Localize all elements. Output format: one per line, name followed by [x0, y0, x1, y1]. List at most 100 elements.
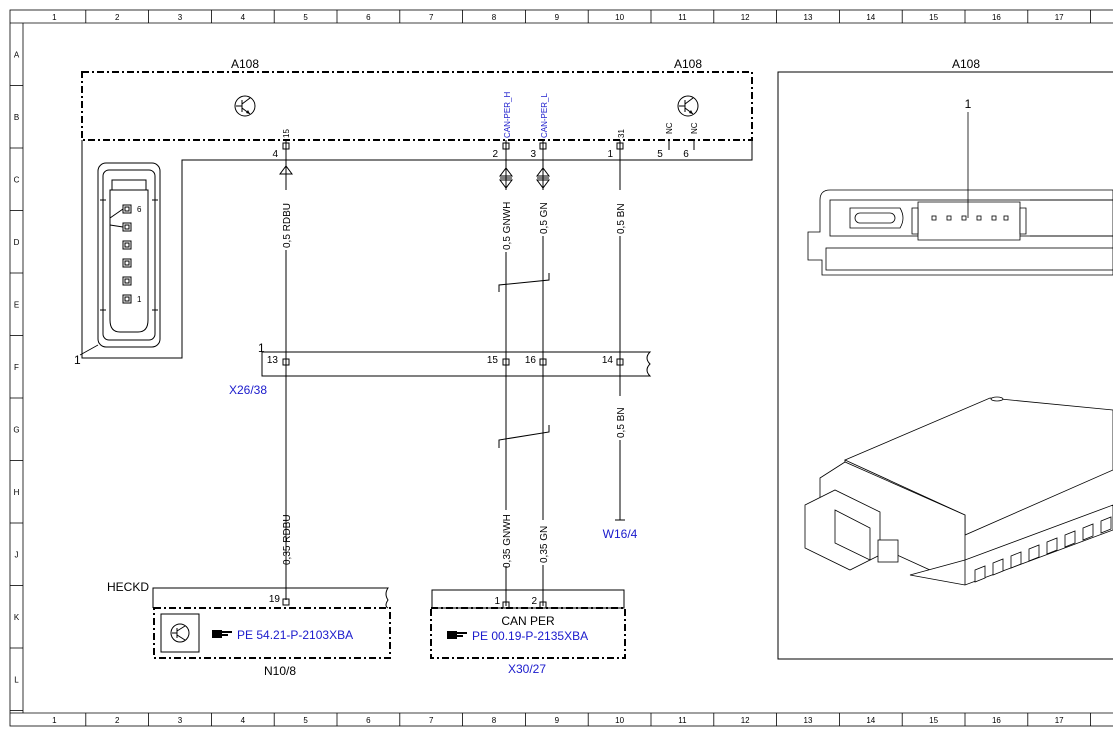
grid-column-label: 8	[492, 13, 497, 22]
grid-column-label: 5	[303, 13, 308, 22]
pointing-hand-icon	[212, 630, 232, 638]
component-picture-panel	[777, 71, 1113, 660]
wire-label-gn-bottom: 0,35 GN	[539, 526, 550, 563]
grid-column-label: 12	[741, 716, 750, 725]
wire-bn	[615, 160, 625, 521]
grid-column-label: 4	[241, 716, 246, 725]
grid-column-label: 8	[492, 716, 497, 725]
a108-label-left: A108	[231, 57, 259, 71]
wire-label-bn-mid: 0,5 BN	[616, 407, 627, 438]
x3027-link[interactable]: X30/27	[508, 662, 546, 676]
grid-column-label: 10	[615, 716, 624, 725]
grid-column-label: 15	[929, 13, 938, 22]
connector-x2638[interactable]	[261, 351, 652, 377]
a108-pins	[282, 140, 695, 160]
wire-label-rdbu-top: 0,5 RDBU	[282, 203, 293, 248]
x3027-pin-1: 1	[494, 596, 500, 607]
connector-x3027[interactable]	[430, 589, 626, 659]
x2638-link[interactable]: X26/38	[229, 383, 267, 397]
transistor-icon	[170, 623, 190, 643]
grid-column-label: 2	[115, 13, 120, 22]
connector-pinout-drawing	[97, 162, 161, 348]
grid-column-label: 9	[555, 716, 560, 725]
grid-column-label: 7	[429, 716, 434, 725]
pin-name-nc-1: NC	[665, 122, 674, 134]
pin-name-31: 31	[617, 129, 626, 138]
grid-row-label: F	[14, 363, 19, 372]
grid-column-label: 15	[929, 716, 938, 725]
pin-number-6: 6	[683, 149, 689, 160]
a108-label-right: A108	[674, 57, 702, 71]
grid-row-label: B	[14, 113, 19, 122]
grid-column-label: 16	[992, 716, 1001, 725]
transistor-icon	[677, 95, 699, 117]
wire-label-gn-top: 0,5 GN	[539, 202, 550, 234]
module-n108[interactable]	[152, 587, 391, 659]
grid-row-label: D	[14, 238, 20, 247]
wire-rdbu	[279, 160, 293, 600]
pin-number-2: 2	[492, 149, 498, 160]
pin-name-can-per-l: CAN-PER_L	[540, 93, 549, 138]
grid-column-label: 1	[52, 13, 57, 22]
pin-number-1: 1	[607, 149, 613, 160]
grid-column-label: 14	[866, 716, 875, 725]
grid-column-label: 13	[804, 13, 813, 22]
pinout-pin-1: 1	[137, 295, 142, 304]
x3027-pin-2: 2	[531, 596, 537, 607]
grid-column-label: 17	[1055, 716, 1064, 725]
pin-number-3: 3	[530, 149, 536, 160]
grid-column-label: 14	[866, 13, 875, 22]
x2638-callout: 1	[258, 341, 265, 355]
x3027-title: CAN PER	[501, 614, 555, 628]
picture-panel-title: A108	[952, 57, 980, 71]
grid-column-label: 11	[678, 716, 687, 725]
x2638-pin-13: 13	[267, 355, 279, 366]
sheet-frame	[9, 9, 1113, 727]
picture-panel-callout: 1	[965, 97, 972, 111]
grid-row-label: E	[14, 300, 19, 309]
grid-column-label: 6	[366, 13, 371, 22]
grid-column-label: 7	[429, 13, 434, 22]
grid-row-label: G	[13, 425, 19, 434]
grid-column-label: 2	[115, 716, 120, 725]
module-n108-label: N10/8	[264, 664, 296, 678]
x2638-pin-14: 14	[602, 355, 614, 366]
grid-column-label: 9	[555, 13, 560, 22]
x2638-pin-16: 16	[525, 355, 537, 366]
grid-row-label: K	[14, 613, 20, 622]
grid-row-label: L	[14, 675, 19, 684]
grid-column-label: 3	[178, 13, 183, 22]
module-n108-ref-link[interactable]: PE 54.21-P-2103XBA	[237, 628, 353, 642]
grid-column-label: 10	[615, 13, 624, 22]
pinout-callout: 1	[74, 353, 81, 367]
grid-row-label: C	[14, 175, 20, 184]
wire-label-rdbu-bottom: 0,35 RDBU	[282, 514, 293, 565]
grid-column-label: 17	[1055, 13, 1064, 22]
pin-number-5: 5	[657, 149, 663, 160]
module-n108-pin-19: 19	[269, 594, 281, 605]
x3027-ref-link[interactable]: PE 00.19-P-2135XBA	[472, 629, 588, 643]
wire-gnwh	[499, 160, 513, 606]
a108-dashed-boundary	[81, 71, 753, 141]
pointing-hand-icon	[447, 631, 467, 639]
control-unit-top-view	[807, 189, 1113, 276]
grid-row-label: H	[14, 488, 20, 497]
ground-w164-link[interactable]: W16/4	[603, 527, 638, 541]
wire-label-gnwh-top: 0,5 GNWH	[502, 202, 513, 250]
grid-column-label: 16	[992, 13, 1001, 22]
control-unit-3d-view	[804, 396, 1113, 586]
grid-column-label: 6	[366, 716, 371, 725]
grid-column-label: 3	[178, 716, 183, 725]
module-n108-header: HECKD	[107, 580, 149, 594]
grid-column-label: 11	[678, 13, 687, 22]
transistor-icon	[234, 95, 256, 117]
grid-column-label: 4	[241, 13, 246, 22]
control-unit-a108[interactable]: A108 A108 15 CAN-PER_H CAN-PER_L 31 NC N…	[81, 57, 753, 141]
twisted-pair-mark	[498, 273, 550, 292]
grid-row-label: A	[14, 50, 20, 59]
wire-gn	[536, 160, 550, 606]
